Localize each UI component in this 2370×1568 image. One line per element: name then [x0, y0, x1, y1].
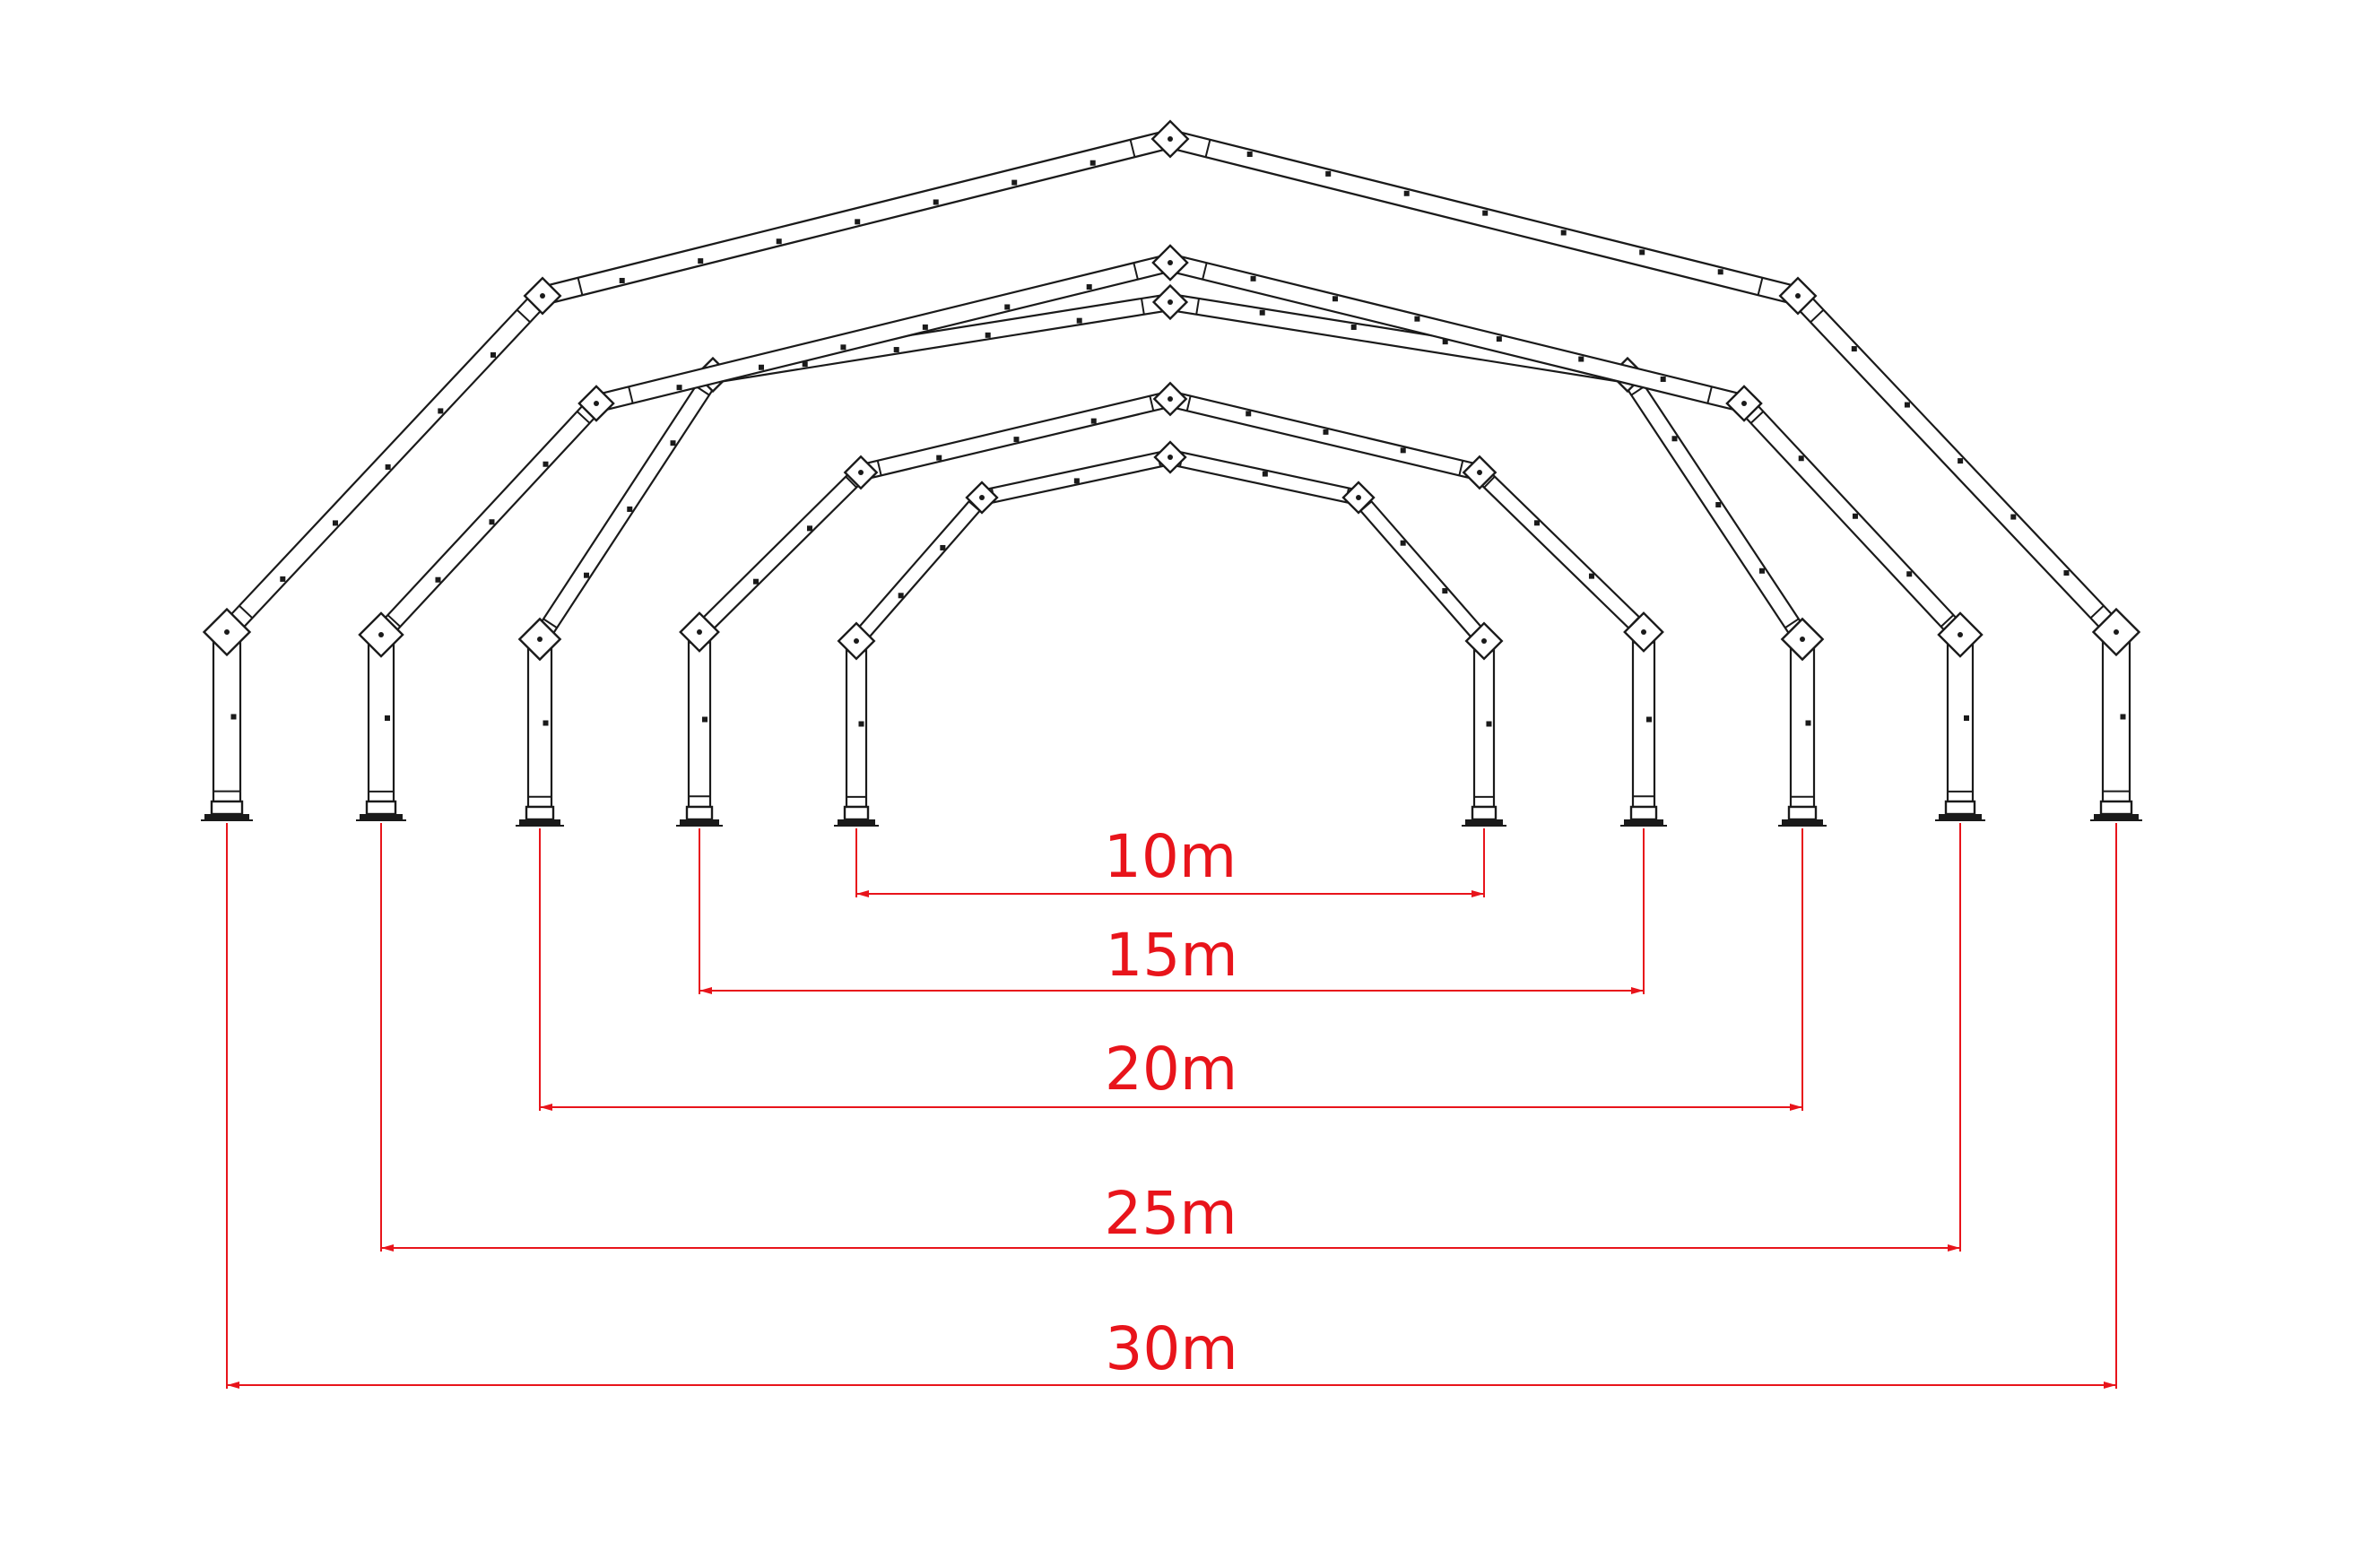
tent-frame-10m	[834, 440, 1506, 827]
dimension-arrow	[856, 890, 869, 897]
span-label: 20m	[1105, 1035, 1237, 1104]
dimension-arrow	[381, 1244, 394, 1252]
span-label: 10m	[1104, 822, 1237, 891]
dimension-arrow	[1790, 1104, 1802, 1111]
span-label: 30m	[1105, 1314, 1237, 1383]
dimension-arrow	[1948, 1244, 1960, 1252]
tent-frame-30m	[201, 119, 2142, 821]
dimension-arrow	[1631, 987, 1644, 994]
span-dimension-15m: 15m	[699, 828, 1645, 994]
span-label: 15m	[1105, 921, 1237, 990]
span-dimension-25m: 25m	[380, 823, 1961, 1252]
span-dimension-30m: 30m	[226, 823, 2117, 1389]
dimension-arrow	[540, 1104, 552, 1111]
dimension-arrow	[699, 987, 712, 994]
span-dimension-10m: 10m	[855, 822, 1485, 897]
dimension-arrow	[2104, 1382, 2116, 1389]
span-dimension-20m: 20m	[539, 828, 1803, 1111]
span-label: 25m	[1104, 1179, 1237, 1248]
tent-frame-15m	[676, 381, 1667, 827]
tent-frame-25m	[356, 244, 1985, 821]
dimension-arrow	[227, 1382, 239, 1389]
dimension-arrow	[1471, 890, 1484, 897]
